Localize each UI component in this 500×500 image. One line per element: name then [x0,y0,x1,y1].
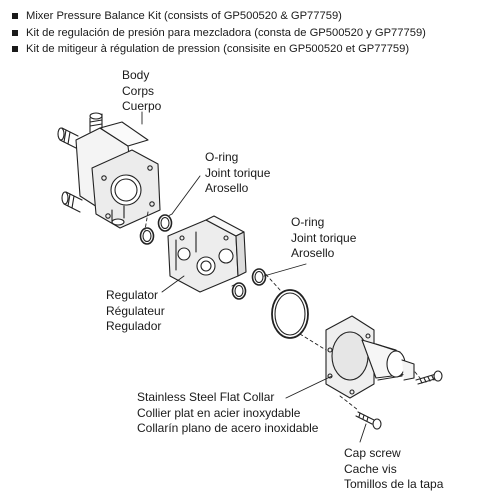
bullet-square-icon [12,29,18,36]
label-line-fr: Corps [122,83,155,98]
label-line-es: Cuerpo [122,99,162,113]
label-line-fr: Collier plat en acier inoxydable [137,405,301,420]
label-flat-collar: Stainless Steel Flat Collar Collier plat… [137,390,318,437]
label-leader-lines [141,111,367,443]
cap-screw-lower [355,411,382,430]
label-line-fr: Régulateur [106,303,165,318]
label-line-en: O-ring [291,215,325,229]
label-cap-screw: Cap screw Cache vis Tomillos de la tapa [344,446,443,493]
label-o-ring-upper: O-ring Joint torique Arosello [205,150,270,197]
regulator-part [167,215,247,293]
label-line-en: Body [122,68,150,82]
label-line-en: Cap screw [344,446,401,460]
label-body: Body Corps Cuerpo [122,68,161,115]
kit-line-text: Kit de regulación de presión para mezcla… [26,26,426,39]
bullet-square-icon [12,46,18,52]
label-line-es: Arosello [291,246,335,260]
kit-line-spanish: Kit de regulación de presión para mezcla… [12,25,494,42]
label-line-es: Tomillos de la tapa [344,477,444,491]
label-line-en: Regulator [106,288,159,302]
label-line-es: Collarín plano de acero inoxidable [137,421,319,435]
label-line-fr: Joint torique [205,165,271,180]
kit-line-text: Kit de mitigeur à régulation de pression… [26,43,410,55]
kit-line-text: Mixer Pressure Balance Kit (consists of … [26,10,342,22]
cap-screw-upper [415,370,443,385]
label-line-fr: Cache vis [344,461,397,476]
kit-description-list: Mixer Pressure Balance Kit (consists of … [12,8,494,58]
label-line-es: Arosello [205,181,249,195]
label-line-en: O-ring [205,150,239,164]
assembly-guide-lines [144,211,421,411]
large-o-ring [271,289,309,339]
label-regulator: Regulator Régulateur Regulador [106,288,165,335]
valve-body-part [57,112,161,229]
kit-line-french: Kit de mitigeur à régulation de pression… [12,41,494,58]
label-line-es: Regulador [106,319,162,333]
small-o-ring-pair-2 [231,268,267,300]
flat-collar-cartridge-part [325,315,415,399]
bullet-square-icon [12,13,18,19]
label-o-ring-lower: O-ring Joint torique Arosello [291,215,356,262]
kit-line-english: Mixer Pressure Balance Kit (consists of … [12,8,494,25]
small-o-ring-pair-1 [139,214,173,245]
label-line-en: Stainless Steel Flat Collar [137,390,275,404]
label-line-fr: Joint torique [291,230,357,245]
